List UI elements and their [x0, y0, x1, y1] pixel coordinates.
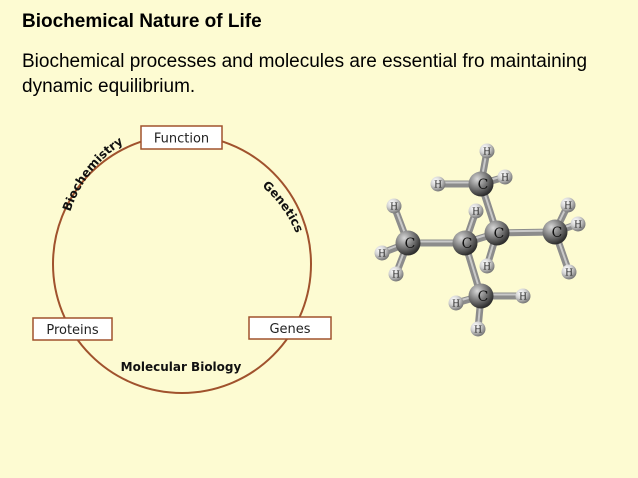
hydrogen-sphere — [561, 264, 577, 280]
hydrogen-sphere — [386, 198, 402, 214]
hydrogen-label: H — [483, 148, 491, 158]
hydrogen-sphere — [430, 176, 446, 192]
hydrogen-sphere — [448, 295, 464, 311]
hydrogen-sphere — [479, 258, 495, 274]
carbon-sphere — [468, 283, 494, 309]
node-function: Function — [140, 125, 223, 150]
hydrogen-label: H — [390, 203, 398, 213]
hydrogen-atom: H — [448, 295, 464, 311]
hydrogen-atom: H — [515, 288, 531, 304]
hydrogen-atom: H — [560, 197, 576, 213]
node-function-box — [140, 125, 223, 150]
hydrogen-sphere — [497, 169, 513, 185]
carbon-label: C — [462, 236, 473, 252]
carbon-sphere — [452, 230, 478, 256]
hydrogen-sphere — [468, 203, 484, 219]
carbon-sphere — [484, 220, 510, 246]
carbon-label: C — [405, 236, 416, 252]
hydrogen-sphere — [388, 266, 404, 282]
hydrogen-atom: H — [468, 203, 484, 219]
hydrogen-label: H — [474, 326, 482, 336]
carbon-label: C — [494, 226, 505, 242]
hydrogen-atom: H — [497, 169, 513, 185]
hydrogen-sphere — [570, 216, 586, 232]
hydrogen-atom: H — [374, 245, 390, 261]
hydrogen-sphere — [374, 245, 390, 261]
arc-label-biochemistry: Biochemistry — [60, 134, 126, 213]
hydrogen-sphere — [560, 197, 576, 213]
hydrogen-label: H — [392, 271, 400, 281]
carbon-sphere — [468, 171, 494, 197]
hydrogen-sphere — [515, 288, 531, 304]
hydrogen-atom: H — [386, 198, 402, 214]
carbon-label: C — [552, 225, 563, 241]
carbon-sphere — [395, 230, 421, 256]
carbon-atom: C — [542, 219, 568, 245]
carbon-label: C — [478, 177, 489, 193]
node-proteins-label: Proteins — [46, 323, 99, 338]
hydrogen-atom: H — [388, 266, 404, 282]
carbon-atom: C — [395, 230, 421, 256]
hydrogen-label: H — [434, 181, 442, 191]
node-proteins-box — [32, 317, 113, 341]
arc-label-genetics: Genetics — [260, 178, 306, 235]
carbon-atom: C — [468, 283, 494, 309]
hydrogen-sphere — [470, 321, 486, 337]
hydrogen-label: H — [452, 300, 460, 310]
cycle-diagram: Function Proteins Genes Biochemistry Gen… — [32, 125, 332, 394]
hydrogen-label: H — [378, 250, 386, 260]
carbon-sphere — [542, 219, 568, 245]
hydrogen-atom: H — [479, 143, 495, 159]
hydrogen-label: H — [501, 174, 509, 184]
hydrogen-atom: H — [570, 216, 586, 232]
hydrogen-label: H — [483, 263, 491, 273]
hydrogen-label: H — [565, 269, 573, 279]
carbon-atom: C — [452, 230, 478, 256]
node-genes-label: Genes — [269, 322, 310, 337]
carbon-label: C — [478, 289, 489, 305]
hydrogen-sphere — [479, 143, 495, 159]
hydrogen-atom: H — [561, 264, 577, 280]
hydrogen-label: H — [564, 202, 572, 212]
carbon-atom: C — [484, 220, 510, 246]
node-function-label: Function — [154, 132, 209, 147]
hydrogen-atom: H — [479, 258, 495, 274]
node-genes: Genes — [248, 316, 332, 340]
hydrogen-label: H — [519, 293, 527, 303]
arc-label-molecular-biology: Molecular Biology — [121, 360, 242, 374]
hydrogen-atom: H — [470, 321, 486, 337]
hydrogen-atom: H — [430, 176, 446, 192]
hydrogen-label: H — [472, 208, 480, 218]
slide-body-text: Biochemical processes and molecules are … — [22, 51, 588, 97]
hydrogen-label: H — [574, 221, 582, 231]
carbon-atom: C — [468, 171, 494, 197]
slide-title: Biochemical Nature of Life — [22, 11, 262, 32]
node-proteins: Proteins — [32, 317, 113, 341]
node-genes-box — [248, 316, 332, 340]
